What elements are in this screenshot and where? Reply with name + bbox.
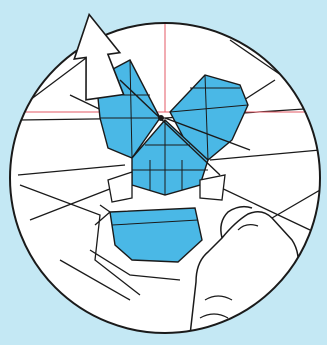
right-pocket — [200, 175, 225, 200]
crease-dot-icon — [158, 115, 164, 121]
